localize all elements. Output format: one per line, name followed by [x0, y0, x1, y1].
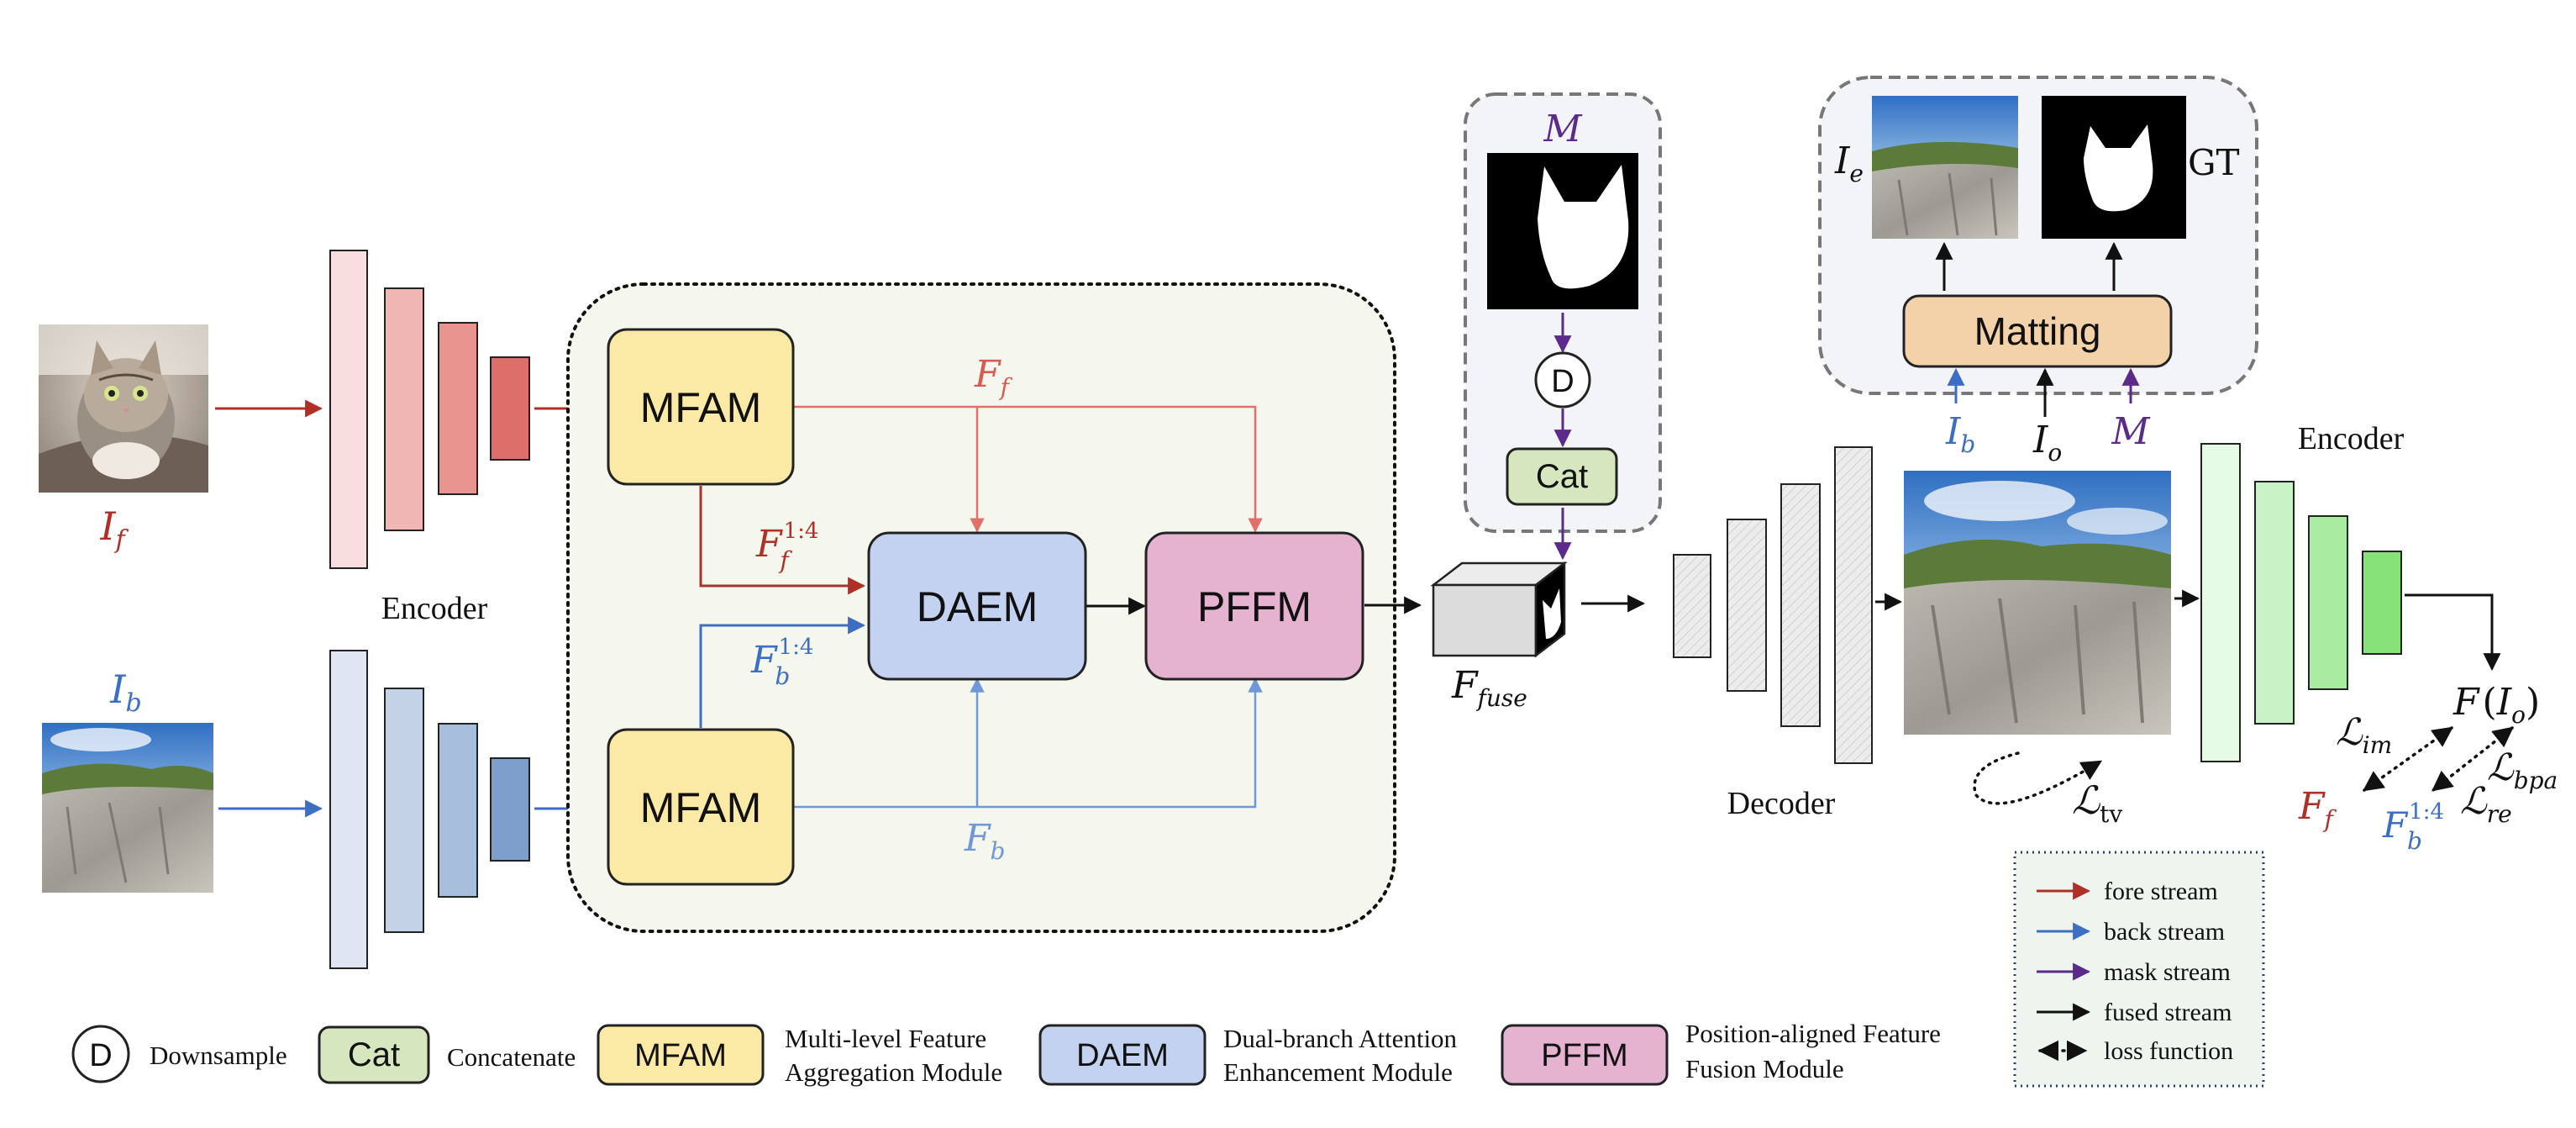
fore-input-image: [39, 324, 208, 493]
svg-text:Multi-level Feature: Multi-level Feature: [785, 1024, 986, 1053]
ib-label: Ib: [1945, 410, 1975, 458]
fore-encoder-label: Encoder: [381, 591, 488, 626]
fuse-label: Ffuse: [1451, 664, 1527, 712]
tv-loss-arrow: [1973, 751, 2103, 805]
right-encoder: [2200, 443, 2402, 762]
svg-text:Cat: Cat: [1536, 458, 1588, 495]
svg-text:Matting: Matting: [1974, 309, 2101, 353]
out-ff-label: Ff: [2298, 785, 2337, 833]
bpa-loss-label: ℒbpa: [2487, 746, 2558, 794]
fore-feature-lines: [699, 405, 1263, 595]
back-feature-lines: [699, 616, 1263, 809]
svg-text:Aggregation Module: Aggregation Module: [785, 1057, 1002, 1087]
svg-text:fused stream: fused stream: [2104, 999, 2232, 1026]
output-image: [1904, 471, 2171, 735]
mfam-bottom: MFAM: [607, 728, 795, 886]
svg-text:D: D: [1551, 364, 1574, 399]
key-daem: DAEM Dual-branch Attention Enhancement M…: [1038, 1024, 1458, 1087]
downsample-node: D: [1534, 351, 1591, 409]
svg-text:Concatenate: Concatenate: [447, 1042, 576, 1072]
legend-item-fore: fore stream: [2037, 878, 2218, 905]
key-concatenate: Cat Concatenate: [318, 1025, 576, 1084]
svg-text:MFAM: MFAM: [640, 384, 761, 431]
gt-label: GT: [2188, 142, 2240, 183]
fb-label: Fb: [964, 817, 1005, 865]
m-label: M: [2111, 410, 2150, 453]
svg-text:Position-aligned Feature: Position-aligned Feature: [1685, 1019, 1941, 1048]
svg-text:PFFM: PFFM: [1541, 1038, 1627, 1073]
legend-item-mask: mask stream: [2037, 958, 2231, 986]
svg-text:Downsample: Downsample: [150, 1041, 287, 1070]
io-label: Io: [2032, 419, 2062, 466]
daem-module: DAEM: [867, 531, 1087, 681]
svg-text:fore stream: fore stream: [2104, 878, 2218, 905]
tv-loss-label: ℒtv: [2072, 777, 2122, 828]
svg-text:mask stream: mask stream: [2104, 958, 2231, 986]
ie-label: Ie: [1834, 140, 1864, 187]
svg-text:Enhancement Module: Enhancement Module: [1223, 1057, 1453, 1087]
decoder-label: Decoder: [1727, 786, 1836, 821]
ie-image: [1872, 96, 2018, 239]
legend-item-loss: loss function: [2037, 1037, 2233, 1065]
cat-node: Cat: [1506, 447, 1618, 506]
back-input-label: Ib: [109, 667, 141, 718]
svg-text:Dual-branch Attention: Dual-branch Attention: [1223, 1024, 1458, 1053]
fore-encoder: [329, 250, 530, 569]
svg-text:Fusion Module: Fusion Module: [1685, 1054, 1844, 1083]
im-loss-label: ℒim: [2336, 711, 2392, 759]
svg-text:Cat: Cat: [348, 1036, 400, 1073]
svg-text:D: D: [89, 1038, 112, 1073]
back-encoder: [329, 650, 530, 969]
decoder: [1673, 446, 1873, 764]
re-loss-label: ℒre: [2460, 780, 2512, 828]
svg-text:DAEM: DAEM: [917, 583, 1038, 630]
svg-text:DAEM: DAEM: [1076, 1038, 1169, 1073]
key-pffm: PFFM Position-aligned Feature Fusion Mod…: [1501, 1019, 1941, 1086]
mfam-top: MFAM: [607, 328, 795, 486]
svg-text:PFFM: PFFM: [1197, 583, 1312, 630]
encoder-to-fio-arrow: [2405, 593, 2501, 672]
legend-item-fused: fused stream: [2037, 999, 2232, 1026]
right-encoder-label: Encoder: [2298, 421, 2405, 456]
key-mfam: MFAM Multi-level Feature Aggregation Mod…: [597, 1024, 1002, 1087]
matting-module: Matting: [1902, 294, 2173, 368]
back-input-image: [42, 723, 213, 893]
mask-image: [1487, 153, 1638, 309]
key-downsample: D Downsample: [71, 1025, 287, 1083]
svg-text:MFAM: MFAM: [640, 784, 761, 831]
svg-text:MFAM: MFAM: [634, 1038, 727, 1073]
svg-text:back stream: back stream: [2104, 918, 2225, 946]
fio-label: F(Io): [2452, 681, 2540, 729]
fore-input-label: If: [99, 503, 129, 555]
pffm-module: PFFM: [1144, 531, 1364, 681]
legend-item-back: back stream: [2037, 918, 2225, 946]
mask-top-label: M: [1543, 108, 1582, 150]
svg-text:loss function: loss function: [2104, 1037, 2233, 1065]
re-loss-arrow: [2431, 726, 2514, 792]
fused-feature-cube: [1430, 561, 1568, 658]
gt-image: [2042, 96, 2186, 239]
